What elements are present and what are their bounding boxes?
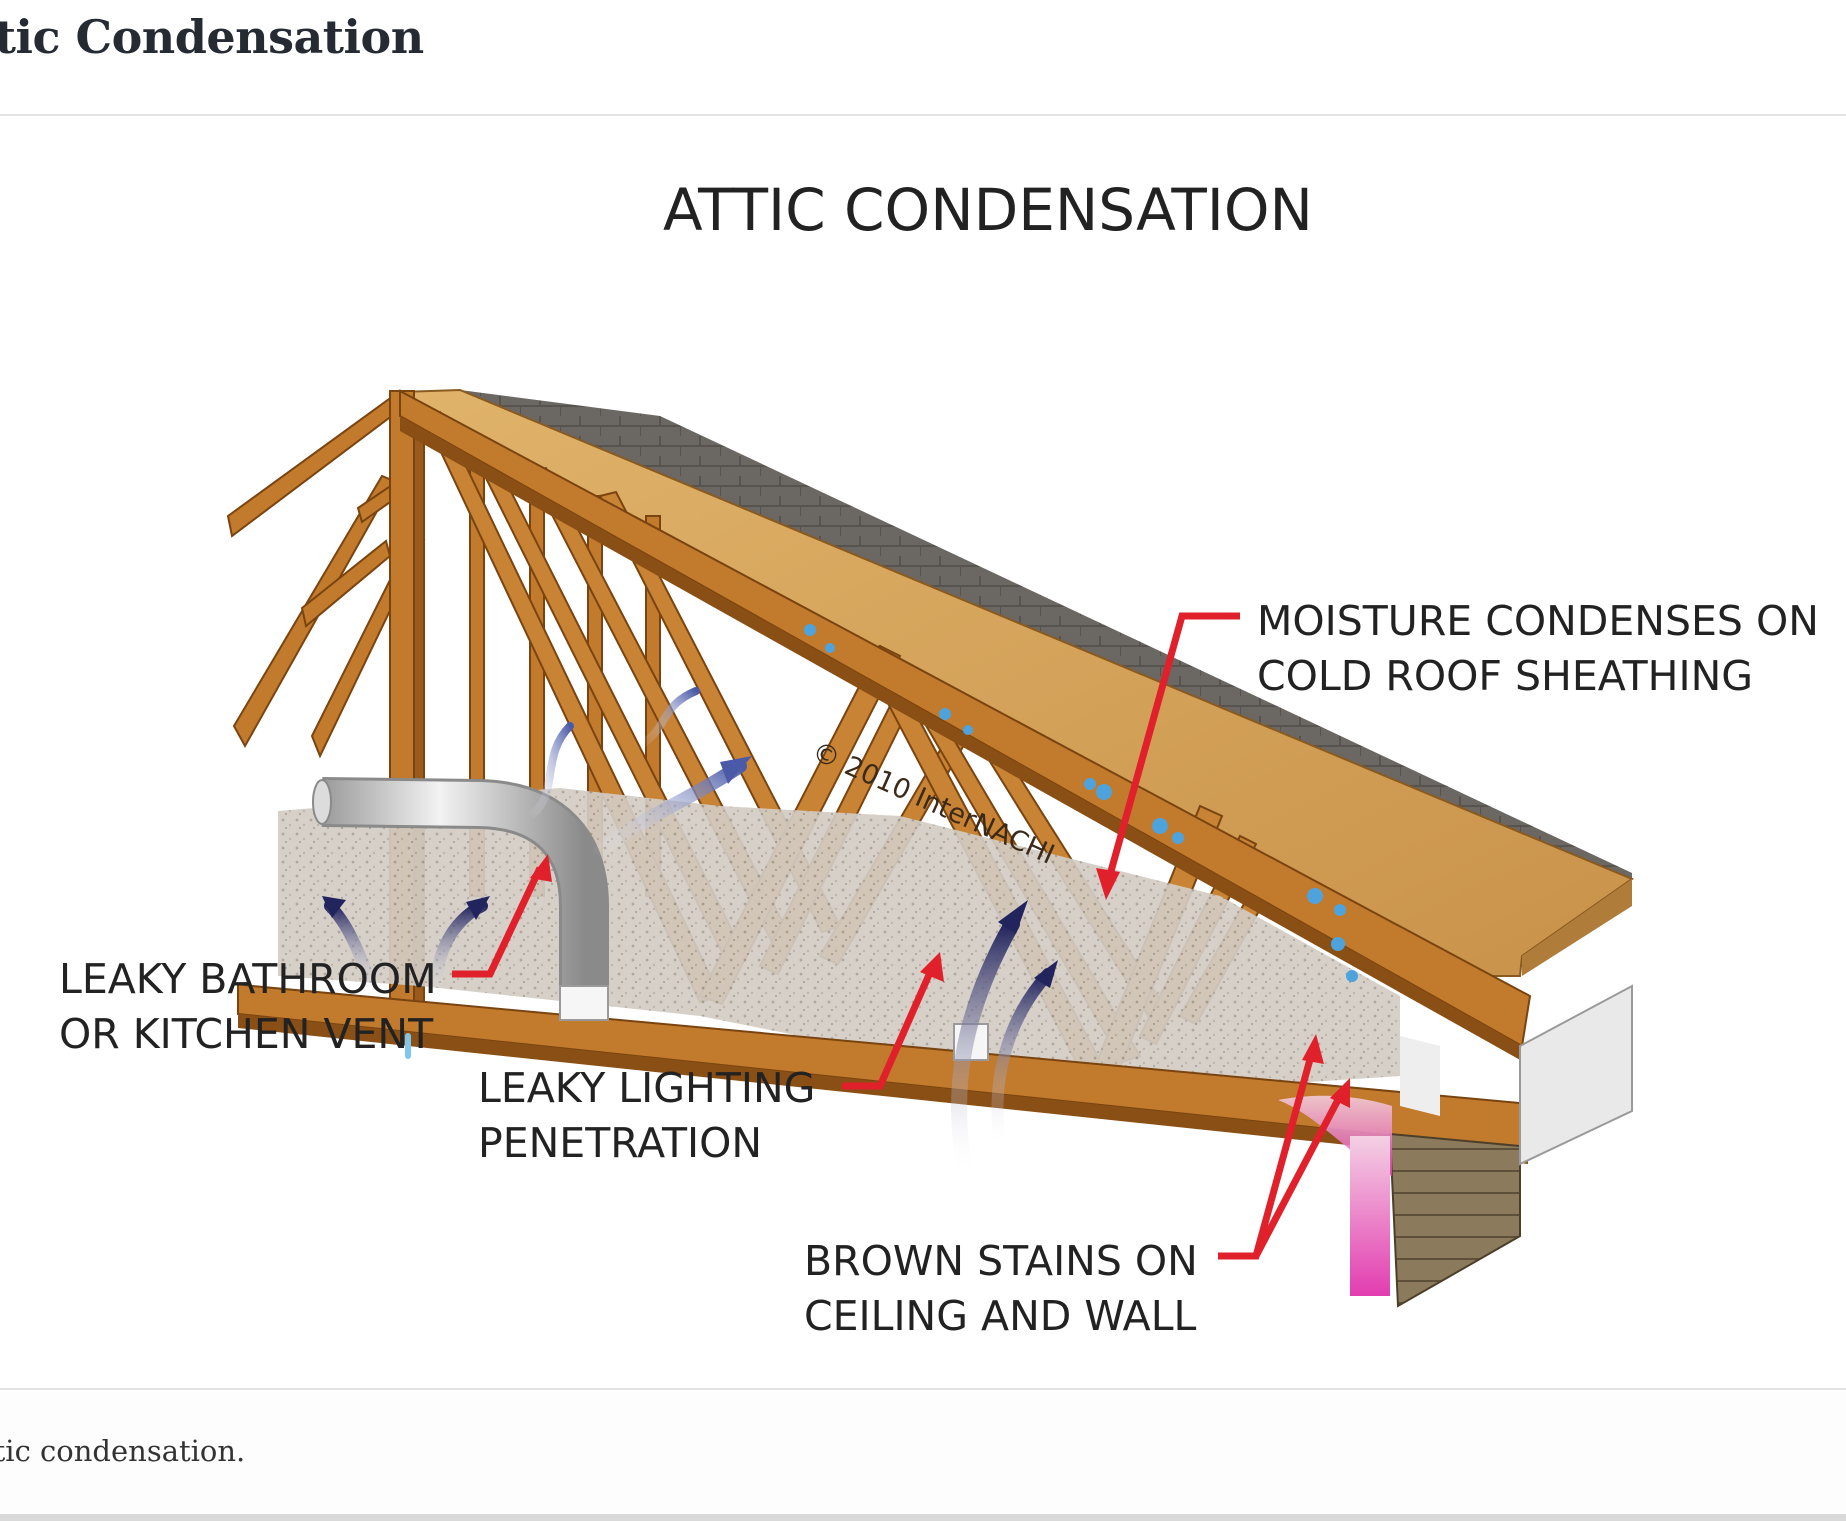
diagram-title: ATTIC CONDENSATION — [663, 176, 1313, 244]
callout-arrowheads — [530, 854, 1350, 1108]
stain — [1278, 1095, 1392, 1296]
page-bottom-edge — [0, 1514, 1846, 1521]
label-moisture-line-2: COLD ROOF SHEATHING — [1257, 652, 1754, 700]
page-title: ttic Condensation — [0, 10, 424, 64]
label-bathroom-vent-line-2: OR KITCHEN VENT — [59, 1010, 434, 1058]
label-stains-line-2: CEILING AND WALL — [804, 1292, 1197, 1340]
condensation-droplets — [804, 624, 1358, 982]
figure-caption: ttic condensation. — [0, 1434, 246, 1468]
page-header: ttic Condensation — [0, 0, 1846, 116]
label-bathroom-vent-line-1: LEAKY BATHROOM — [59, 955, 437, 1003]
label-lighting: LEAKY LIGHTING PENETRATION — [478, 1068, 815, 1178]
label-moisture-line-1: MOISTURE CONDENSES ON — [1257, 597, 1819, 645]
exterior-wall — [1388, 984, 1633, 1308]
label-stains: BROWN STAINS ON CEILING AND WALL — [804, 1241, 1198, 1351]
airflow-arrows — [322, 687, 1058, 1184]
callout-stain-wall — [1252, 1094, 1344, 1258]
callout-moisture — [1104, 612, 1240, 883]
callout-lines — [452, 612, 1344, 1260]
figure-caption-bar: ttic condensation. — [0, 1388, 1846, 1516]
label-moisture: MOISTURE CONDENSES ON COLD ROOF SHEATHIN… — [1257, 601, 1819, 711]
label-bathroom-vent: LEAKY BATHROOM OR KITCHEN VENT — [59, 959, 437, 1069]
figure-image: ATTIC CONDENSATION © 2010 InterNACHI MOI… — [0, 116, 1846, 1388]
vent-pipe — [312, 777, 989, 1061]
callout-vent — [452, 866, 544, 978]
label-stains-line-1: BROWN STAINS ON — [804, 1237, 1198, 1285]
attic-illustration — [226, 388, 1635, 1308]
callout-lighting — [842, 966, 936, 1090]
label-lighting-line-1: LEAKY LIGHTING — [478, 1064, 816, 1112]
label-lighting-line-2: PENETRATION — [478, 1119, 763, 1167]
